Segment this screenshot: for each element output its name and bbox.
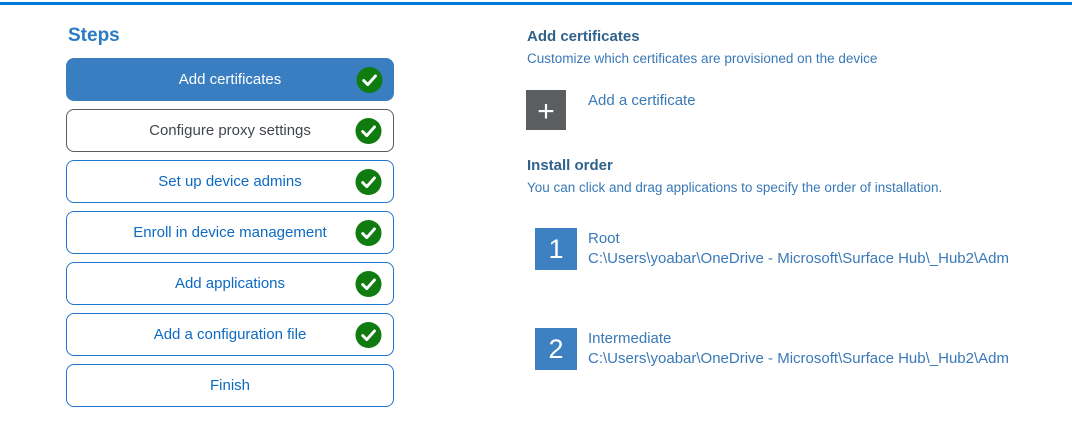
step-add-certificates[interactable]: Add certificates [66,58,394,101]
certificate-path: C:\Users\yoabar\OneDrive - Microsoft\Sur… [588,250,1009,267]
top-accent-bar [0,2,1072,5]
step-label: Set up device admins [158,173,302,190]
step-finish[interactable]: Finish [66,364,394,407]
step-label: Enroll in device management [133,224,327,241]
steps-heading: Steps [68,25,120,46]
section-subtitle: Customize which certificates are provisi… [527,51,878,66]
step-label: Finish [209,377,250,394]
plus-icon[interactable]: + [526,90,566,130]
order-number-tile: 1 [535,228,577,270]
add-certificate-button[interactable]: + Add a certificate [526,90,696,130]
checkmark-icon [355,270,382,297]
step-set-up-device-admins[interactable]: Set up device admins [66,160,394,203]
order-number-tile: 2 [535,328,577,370]
step-add-a-configuration-file[interactable]: Add a configuration file [66,313,394,356]
certificate-name: Intermediate [588,330,672,347]
section-title: Add certificates [527,28,640,45]
step-enroll-in-device-management[interactable]: Enroll in device management [66,211,394,254]
checkmark-icon [355,117,382,144]
order-number: 1 [548,233,564,264]
certificate-name: Root [588,230,620,247]
step-label: Add certificates [178,71,282,88]
install-order-subtitle: You can click and drag applications to s… [527,180,943,195]
step-configure-proxy-settings[interactable]: Configure proxy settings [66,109,394,152]
step-add-applications[interactable]: Add applications [66,262,394,305]
step-label: Add applications [174,275,286,292]
checkmark-icon [355,219,382,246]
checkmark-icon [356,66,383,93]
checkmark-icon [355,168,382,195]
step-label: Add a configuration file [153,326,307,343]
checkmark-icon [355,321,382,348]
order-number: 2 [548,333,564,364]
step-label: Configure proxy settings [149,122,311,139]
add-certificate-label[interactable]: Add a certificate [588,92,696,109]
certificate-path: C:\Users\yoabar\OneDrive - Microsoft\Sur… [588,350,1009,367]
install-order-heading: Install order [527,157,613,174]
plus-glyph: + [537,95,555,128]
